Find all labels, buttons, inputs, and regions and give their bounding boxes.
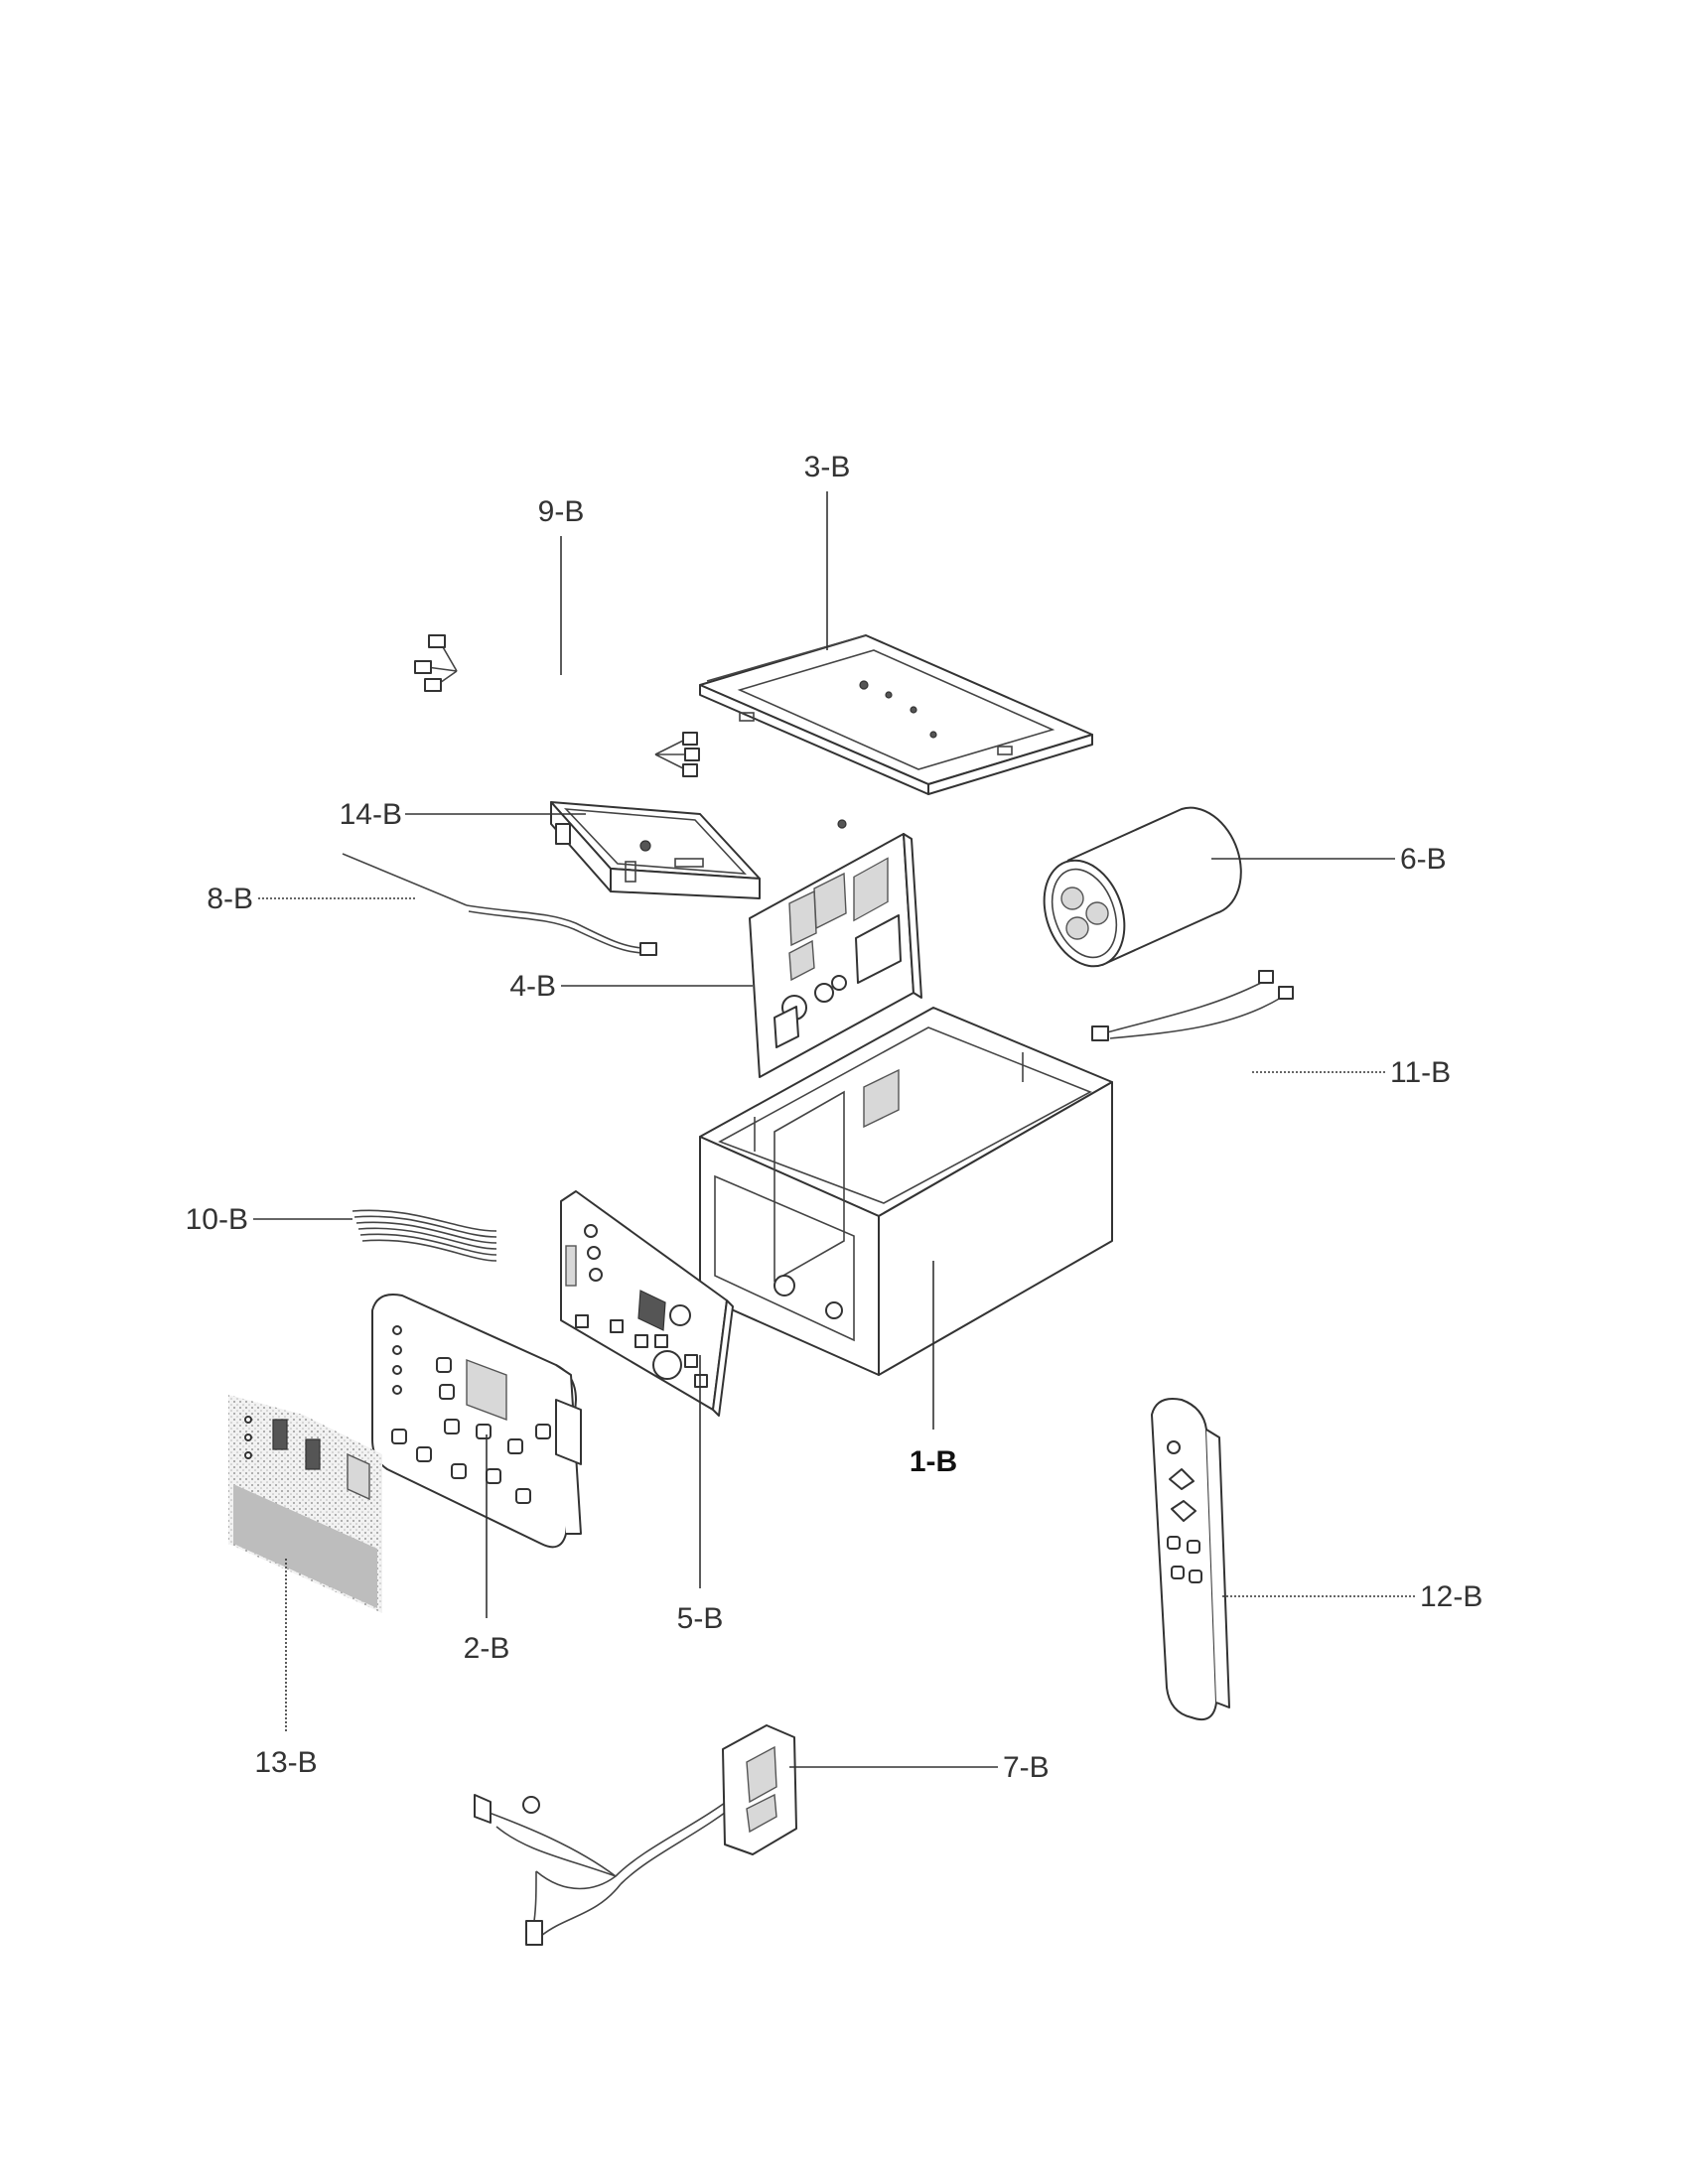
callout-9b: 9-B [538, 495, 585, 528]
part-sensor-wire [342, 853, 657, 956]
callout-14b: 14-B [340, 798, 402, 831]
part-wire-harness-9b [414, 634, 700, 777]
callout-2b: 2-B [464, 1632, 510, 1665]
callout-7b: 7-B [1003, 1751, 1050, 1784]
part-ribbon-cable [352, 1209, 497, 1262]
part-control-panel-housing [371, 1294, 582, 1549]
callout-12b: 12-B [1420, 1580, 1482, 1613]
callout-8b: 8-B [207, 883, 253, 915]
part-main-pcb [749, 819, 922, 1078]
part-capacitor [1043, 806, 1242, 968]
part-capacitor-wires [1091, 970, 1294, 1041]
callout-11b: 11-B [1390, 1056, 1451, 1089]
part-remote-control [1151, 1398, 1230, 1721]
leader-lines [253, 491, 1415, 1768]
part-power-cord [474, 1724, 797, 1946]
part-control-box-tray [550, 801, 761, 899]
callout-4b: 4-B [509, 970, 556, 1003]
part-membrane-overlay [228, 1395, 382, 1613]
callout-10b: 10-B [186, 1203, 248, 1236]
callout-1b: 1-B [910, 1445, 957, 1478]
callout-6b: 6-B [1400, 843, 1447, 876]
callout-3b: 3-B [804, 451, 851, 483]
callout-13b: 13-B [254, 1746, 317, 1779]
part-display-pcb [560, 1190, 734, 1417]
part-chassis-box [699, 1007, 1113, 1376]
callout-5b: 5-B [677, 1602, 724, 1635]
callout-labels: 3-B 9-B 14-B 6-B 8-B 4-B 11-B 10-B 1-B 5… [186, 451, 1483, 1784]
part-top-cover-plate [699, 634, 1093, 795]
